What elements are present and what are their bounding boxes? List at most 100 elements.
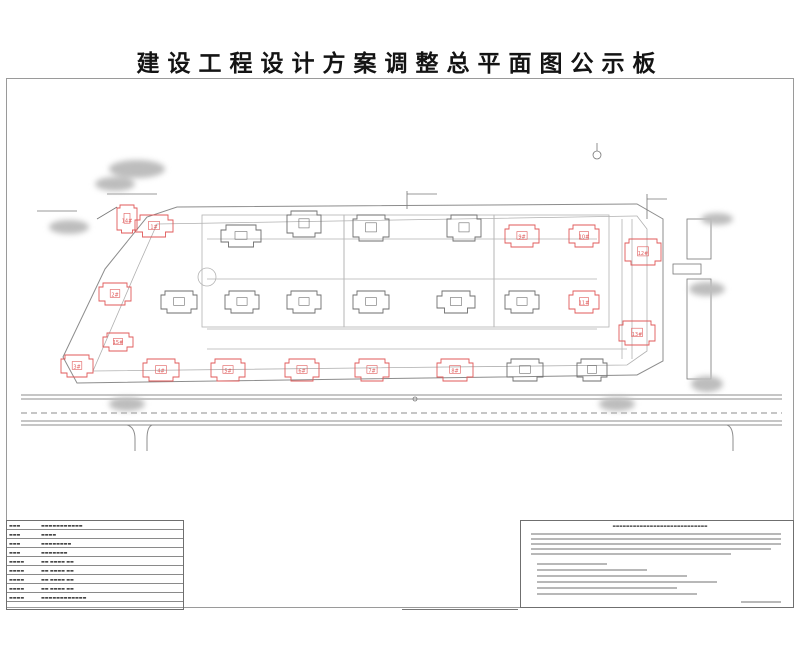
notes-line xyxy=(537,581,717,583)
main-road xyxy=(21,394,782,451)
building-core xyxy=(113,338,123,345)
building-label: 9# xyxy=(518,235,525,241)
info-label: ▬▬▬▬ xyxy=(9,568,25,573)
drawing-sheet: 1#2#3#4#5#6#7#8#9#10#11#12#13#14#15# xyxy=(6,78,794,608)
building-b10: 10# xyxy=(568,224,600,248)
design-notes-panel: ▬▬▬▬▬▬▬▬▬▬▬▬▬▬▬▬▬▬▬▬▬▬▬▬▬▬▬▬ xyxy=(520,520,794,608)
building-label: 2# xyxy=(111,293,118,299)
info-label: ▬▬▬▬ xyxy=(9,595,25,600)
redacted-annotations xyxy=(49,160,733,411)
building-label: 14# xyxy=(122,218,133,224)
building-outline xyxy=(284,358,320,382)
building-outline xyxy=(436,290,476,314)
site-plan: 1#2#3#4#5#6#7#8#9#10#11#12#13#14#15# xyxy=(21,143,782,451)
building-outline xyxy=(568,224,600,248)
footer-rule xyxy=(402,604,518,610)
building-core xyxy=(234,231,248,240)
info-row: ▬▬▬▬ ▬▬ ▬▬▬▬ ▬▬ xyxy=(7,557,183,566)
board-title: 建设工程设计方案调整总平面图公示板 xyxy=(136,50,664,77)
building-outline xyxy=(504,290,540,314)
building-core xyxy=(365,222,377,233)
notes-line xyxy=(537,563,607,565)
info-row: ▬▬▬▬▬▬▬▬▬▬▬▬▬▬ xyxy=(7,521,183,530)
building-outline xyxy=(60,354,94,378)
info-value: ▬▬ ▬▬▬▬ ▬▬ xyxy=(41,577,74,582)
building-core xyxy=(71,361,83,370)
notes-line xyxy=(531,533,781,535)
building-label: 1# xyxy=(150,225,157,231)
building-b13: 13# xyxy=(618,320,656,346)
building-g5 xyxy=(160,290,198,314)
info-row: ▬▬▬▬▬▬▬▬▬▬ xyxy=(7,548,183,557)
building-label: 5# xyxy=(224,369,231,375)
building-outline xyxy=(436,358,474,382)
info-label: ▬▬▬ xyxy=(9,523,21,528)
building-label: 13# xyxy=(632,332,643,338)
building-outline xyxy=(354,358,390,382)
building-label: 3# xyxy=(73,365,80,371)
info-row: ▬▬▬▬▬▬▬▬▬▬▬▬▬▬▬▬ xyxy=(7,593,183,602)
notes-line xyxy=(537,569,647,571)
notes-line xyxy=(537,575,687,577)
building-b8: 8# xyxy=(436,358,474,382)
building-outline xyxy=(506,358,544,382)
internal-roads xyxy=(197,214,633,359)
building-label: 10# xyxy=(579,235,590,241)
info-value: ▬▬ ▬▬▬▬ ▬▬ xyxy=(41,559,74,564)
notes-line xyxy=(531,543,781,545)
building-core xyxy=(449,365,461,374)
building-label: 12# xyxy=(638,251,649,257)
info-label: ▬▬▬ xyxy=(9,532,21,537)
notes-line xyxy=(741,601,781,603)
building-g6 xyxy=(224,290,260,314)
building-core xyxy=(631,327,643,337)
building-b15: 15# xyxy=(102,332,134,352)
building-outline xyxy=(576,358,608,382)
info-row: ▬▬▬▬▬▬ ▬▬▬▬ ▬▬ xyxy=(7,584,183,593)
building-core xyxy=(637,246,649,257)
building-label: 6# xyxy=(298,369,305,375)
info-value: ▬▬▬▬▬▬▬ xyxy=(41,550,68,555)
building-outline xyxy=(160,290,198,314)
building-core xyxy=(155,365,167,374)
notes-line xyxy=(531,553,731,555)
buildings-layer: 1#2#3#4#5#6#7#8#9#10#11#12#13#14#15# xyxy=(60,204,662,382)
info-value: ▬▬▬▬▬▬▬▬▬▬▬▬ xyxy=(41,595,87,600)
info-row: ▬▬▬▬▬▬ ▬▬▬▬ ▬▬ xyxy=(7,566,183,575)
building-b1: 1# xyxy=(134,214,174,238)
notes-line xyxy=(531,538,781,540)
notes-line xyxy=(531,548,771,550)
building-g3 xyxy=(352,214,390,242)
building-outline xyxy=(504,224,540,248)
building-core xyxy=(123,213,131,224)
info-value: ▬▬▬▬▬▬▬▬▬▬▬ xyxy=(41,523,83,528)
info-value: ▬▬ ▬▬▬▬ ▬▬ xyxy=(41,586,74,591)
project-info-table: ▬▬▬▬▬▬▬▬▬▬▬▬▬▬ ▬▬▬▬▬▬▬ ▬▬▬▬▬▬▬▬▬▬▬ ▬▬▬▬▬… xyxy=(6,520,184,610)
info-row: ▬▬▬▬▬▬▬ xyxy=(7,530,183,539)
building-core xyxy=(516,297,528,306)
notes-line xyxy=(537,593,697,595)
north-annotation xyxy=(37,143,667,402)
building-outline xyxy=(142,358,180,382)
building-label: 8# xyxy=(451,369,458,375)
building-outline xyxy=(618,320,656,346)
building-b5: 5# xyxy=(210,358,246,382)
building-b6: 6# xyxy=(284,358,320,382)
building-outline xyxy=(220,224,262,248)
building-outline xyxy=(352,214,390,242)
building-core xyxy=(579,231,589,240)
building-b3: 3# xyxy=(60,354,94,378)
building-core xyxy=(365,297,377,306)
info-value: ▬▬▬▬ xyxy=(41,532,57,537)
building-b9: 9# xyxy=(504,224,540,248)
info-value: ▬▬▬▬▬▬▬▬ xyxy=(41,541,72,546)
building-core xyxy=(579,297,589,306)
building-g9 xyxy=(436,290,476,314)
building-g12 xyxy=(576,358,608,382)
building-outline xyxy=(224,290,260,314)
info-label: ▬▬▬▬ xyxy=(9,559,25,564)
building-b14: 14# xyxy=(116,204,138,234)
building-g8 xyxy=(352,290,390,314)
building-outline xyxy=(624,238,662,266)
building-outline xyxy=(98,282,132,306)
